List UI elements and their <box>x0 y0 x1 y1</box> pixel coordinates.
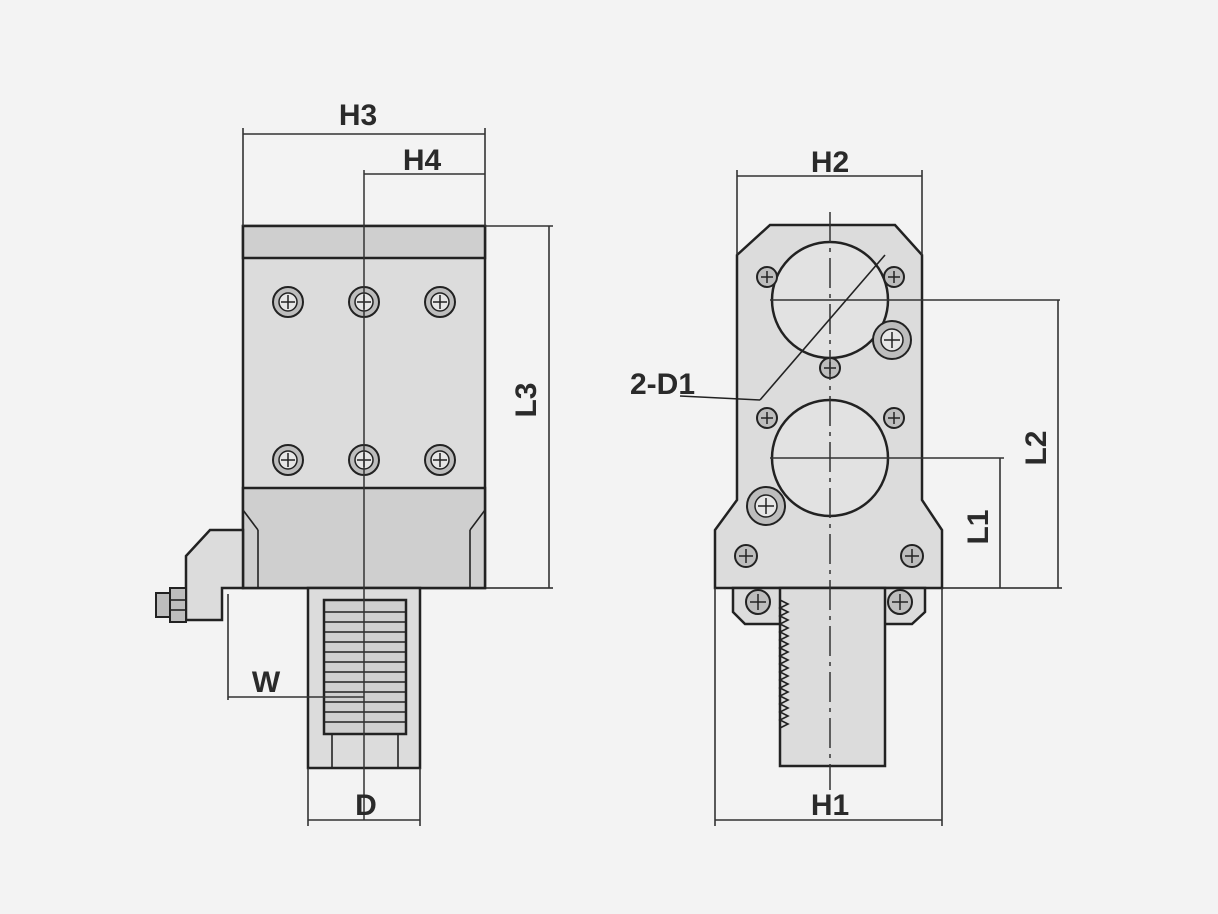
d1-leader-tail <box>679 395 761 401</box>
screw-icon <box>883 266 905 288</box>
coolant-nut <box>169 587 187 623</box>
front-view: 2-D1 H2 L2 L1 H1 <box>630 146 1062 826</box>
dimension-d <box>307 768 421 826</box>
label-l1: L1 <box>962 509 995 544</box>
screw-icon <box>424 286 456 318</box>
label-h2: H2 <box>811 146 849 179</box>
chamfer-line <box>469 509 486 531</box>
screw-icon <box>272 444 304 476</box>
dimension-h1 <box>714 588 943 826</box>
screw-icon <box>756 407 778 429</box>
shank-serrated-edge <box>778 599 790 729</box>
chamfer-line <box>242 509 259 531</box>
screw-icon <box>883 407 905 429</box>
label-d: D <box>355 789 377 822</box>
screw-icon <box>745 589 771 615</box>
label-l3: L3 <box>510 382 543 417</box>
screw-icon <box>900 544 924 568</box>
dimension-h3 <box>242 128 486 226</box>
shank-serrations <box>322 598 408 736</box>
side-view: H3 H4 L3 W D <box>155 99 553 826</box>
screw-icon <box>424 444 456 476</box>
label-d1: 2-D1 <box>630 368 695 401</box>
coolant-fitting <box>184 528 245 622</box>
dimension-h2 <box>736 170 923 255</box>
screw-icon <box>734 544 758 568</box>
plug-icon <box>872 320 912 360</box>
label-h3: H3 <box>339 99 377 132</box>
d1-leader <box>759 254 886 401</box>
dimension-l3 <box>485 225 553 588</box>
serration-lines <box>324 611 406 723</box>
screw-icon <box>756 266 778 288</box>
screw-icon <box>887 589 913 615</box>
label-h4: H4 <box>403 144 442 177</box>
label-h1: H1 <box>811 789 849 822</box>
front-view-shank <box>778 586 887 768</box>
label-w: W <box>252 666 281 699</box>
screw-icon <box>272 286 304 318</box>
plug-icon <box>746 486 786 526</box>
label-l2: L2 <box>1020 430 1053 465</box>
coolant-nut-tip <box>155 592 171 618</box>
dimension-w <box>227 594 364 700</box>
